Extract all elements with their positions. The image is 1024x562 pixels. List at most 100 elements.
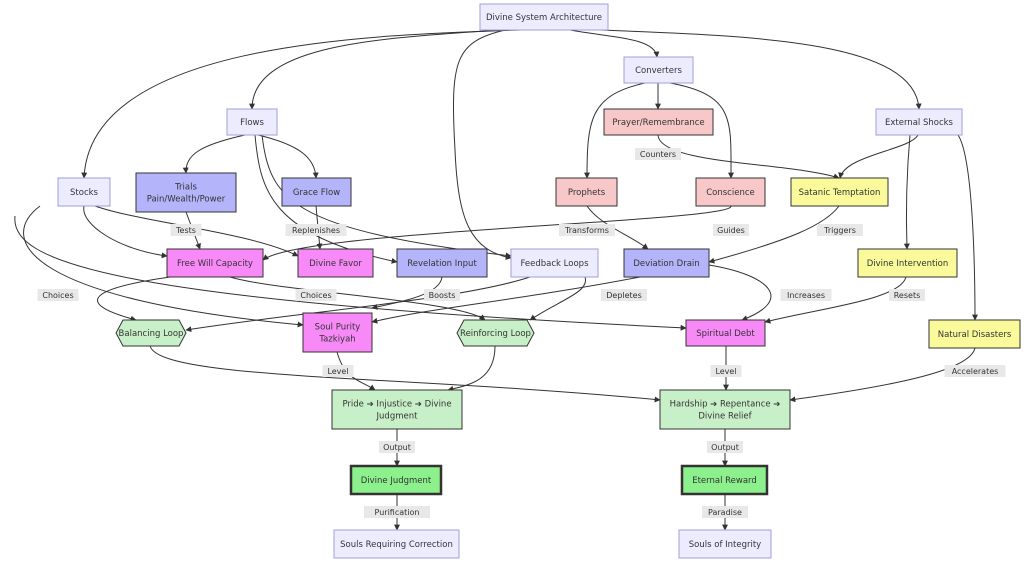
node-shape [857, 248, 958, 278]
node-label: Spiritual Debt [696, 329, 755, 339]
edge-label-choices-mid: Choices [295, 289, 337, 301]
edge-label-text: Output [711, 443, 739, 452]
edge-13 [261, 134, 512, 259]
node-shape [135, 172, 237, 213]
node-souls-integrity[interactable]: Souls of Integrity [678, 529, 772, 559]
edge-label-accelerates: Accelerates [944, 365, 1006, 377]
node-label: Converters [635, 66, 682, 76]
node-divine-judgment[interactable]: Divine Judgment [349, 464, 443, 496]
node-grace-flow[interactable]: Grace Flow [281, 177, 352, 207]
edge-label-text: Guides [717, 226, 745, 235]
node-free-will[interactable]: Free Will Capacity [166, 248, 264, 278]
edge-19 [23, 205, 304, 328]
nodes-layer: Divine System ArchitectureConvertersFlow… [57, 3, 1021, 559]
node-label: Feedback Loops [521, 259, 590, 269]
node-shape [623, 248, 710, 278]
node-label: Flows [240, 118, 264, 128]
edge-23 [586, 205, 649, 250]
edge-label-background [889, 289, 925, 301]
edge-label-resets: Resets [889, 289, 925, 301]
node-shape [790, 177, 889, 207]
node-revelation[interactable]: Revelation Input [396, 248, 488, 278]
edge-label-text: Resets [894, 291, 921, 300]
edge-32 [708, 264, 772, 321]
edge-34 [336, 351, 376, 391]
edge-8 [669, 82, 735, 179]
edge-20 [14, 215, 687, 331]
node-prophets[interactable]: Prophets [555, 177, 618, 207]
edge-30 [529, 276, 586, 321]
node-label: Prayer/Remembrance [612, 118, 704, 128]
edge-label-background [170, 224, 202, 236]
node-stocks[interactable]: Stocks [57, 177, 111, 207]
edge-label-text: Choices [300, 291, 331, 300]
node-shape [57, 177, 111, 207]
node-shape [510, 248, 599, 278]
node-natural-disasters[interactable]: Natural Disasters [928, 319, 1021, 349]
node-shape [281, 177, 352, 207]
edge-label-text: Triggers [823, 226, 856, 235]
node-root[interactable]: Divine System Architecture [479, 3, 609, 31]
edge-label-tests: Tests [170, 224, 202, 236]
node-souls-correction[interactable]: Souls Requiring Correction [333, 529, 460, 559]
edge-17 [83, 205, 168, 259]
edge-label-background [379, 441, 415, 453]
node-label: Deviation Drain [633, 259, 699, 269]
edge-label-text: Level [327, 367, 348, 376]
node-shape [115, 319, 187, 347]
node-label: Balancing Loop [119, 329, 184, 339]
node-label: External Shocks [885, 118, 954, 128]
node-deviation[interactable]: Deviation Drain [623, 248, 710, 278]
edge-label-triggers: Triggers [817, 224, 863, 236]
node-feedback[interactable]: Feedback Loops [510, 248, 599, 278]
edge-label-paradise: Paradise [702, 506, 748, 518]
node-satanic[interactable]: Satanic Temptation [790, 177, 889, 207]
node-label: Free Will Capacity [177, 259, 253, 269]
node-eternal-reward[interactable]: Eternal Reward [680, 464, 769, 496]
node-label: Trials [174, 183, 197, 193]
edge-10 [182, 134, 246, 174]
node-divine-favor[interactable]: Divine Favor [297, 248, 374, 278]
node-shape [928, 319, 1021, 349]
edge-label-text: Output [383, 443, 411, 452]
node-reinforcing[interactable]: Reinforcing Loop [456, 319, 535, 347]
edge-33 [764, 276, 907, 324]
edge-label-level-right: Level [710, 365, 742, 377]
node-intervention[interactable]: Divine Intervention [857, 248, 958, 278]
edge-label-text: Paradise [708, 508, 742, 517]
edge-25 [708, 205, 840, 264]
edge-label-boosts: Boosts [424, 289, 460, 301]
edge-label-background [713, 224, 749, 236]
edge-label-text: Replenishes [292, 226, 340, 235]
node-external-shocks[interactable]: External Shocks [875, 108, 963, 136]
edge-label-guides: Guides [713, 224, 749, 236]
node-spiritual-debt[interactable]: Spiritual Debt [685, 319, 766, 347]
edge-label-background [285, 224, 347, 236]
edge-label-text: Accelerates [952, 367, 999, 376]
edge-11 [257, 134, 319, 179]
node-conscience[interactable]: Conscience [695, 177, 766, 207]
node-label: Revelation Input [407, 259, 477, 269]
node-converters[interactable]: Converters [623, 56, 694, 84]
edge-label-depletes: Depletes [601, 289, 647, 301]
edge-5 [599, 29, 922, 110]
node-label: Grace Flow [293, 188, 340, 198]
node-shape [226, 108, 278, 136]
node-hardship[interactable]: Hardship ➔ Repentance ➔Divine Relief [659, 389, 791, 430]
edge-label-output-left: Output [379, 441, 415, 453]
edge-label-background [601, 289, 647, 301]
node-flows[interactable]: Flows [226, 108, 278, 136]
edge-36 [149, 345, 661, 403]
edge-38 [789, 347, 976, 403]
node-balancing[interactable]: Balancing Loop [115, 319, 187, 347]
edge-label-replenishes: Replenishes [285, 224, 347, 236]
edge-label-background [37, 289, 79, 301]
edge-label-background [424, 289, 460, 301]
node-label: Tazkiyah [318, 335, 355, 345]
node-prayer[interactable]: Prayer/Remembrance [603, 108, 714, 136]
edge-label-text: Increases [787, 291, 825, 300]
